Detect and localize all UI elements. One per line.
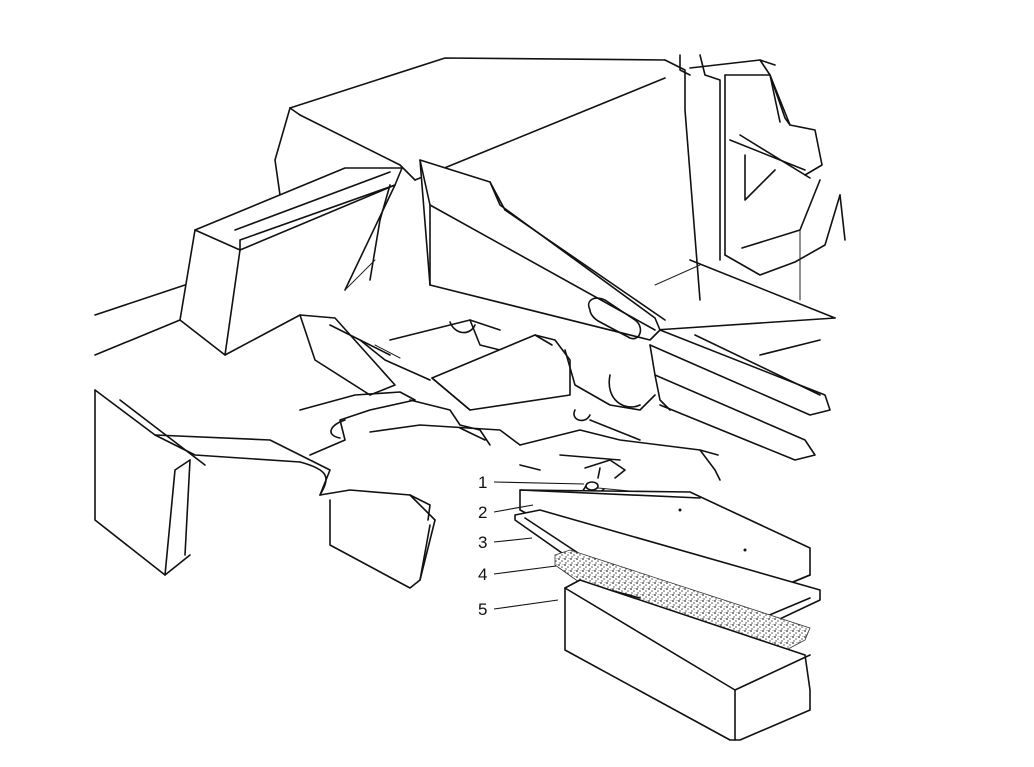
callout-number: 5 xyxy=(478,600,487,619)
callout-number: 1 xyxy=(478,473,487,492)
callout-1: 1 xyxy=(478,473,585,492)
part-5-housing-box xyxy=(564,579,811,741)
callout-number: 2 xyxy=(478,503,487,522)
callout-5: 5 xyxy=(478,599,559,619)
callout-2: 2 xyxy=(478,503,534,522)
callout-number: 3 xyxy=(478,533,487,552)
callout-4: 4 xyxy=(478,565,557,584)
callout-number: 4 xyxy=(478,565,487,584)
callout-3: 3 xyxy=(478,533,533,552)
machine-frame xyxy=(94,54,846,589)
